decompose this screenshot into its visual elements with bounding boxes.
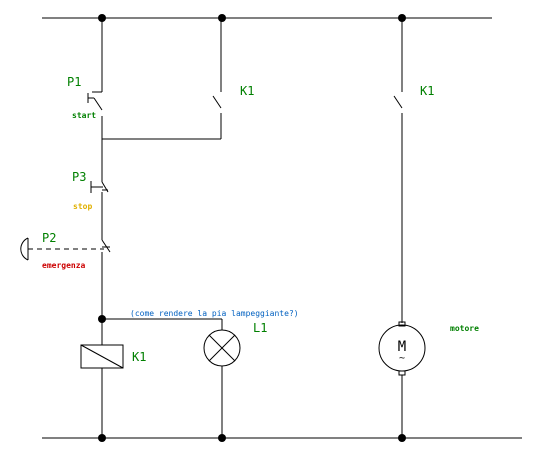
junction-dot [218, 14, 226, 22]
junction-dot [98, 14, 106, 22]
k1-contact-a-label: K1 [240, 84, 254, 98]
k1-contact-a-icon [212, 95, 222, 109]
p2-sub-label: emergenza [42, 261, 86, 270]
coil-label: K1 [132, 350, 146, 364]
p3-sub-label: stop [73, 202, 92, 211]
k1-coil-icon [80, 344, 124, 369]
p2-label: P2 [42, 231, 56, 245]
note-label: (come rendere la pia lampeggiante?) [130, 309, 299, 318]
motor-tilde-label: ~ [399, 353, 405, 364]
motor-sub-label: motore [450, 324, 479, 333]
l1-lamp-icon [203, 329, 241, 367]
motor-m-label: M [398, 339, 406, 355]
p3-label: P3 [72, 170, 86, 184]
junction-dot [218, 434, 226, 442]
junction-dot [398, 14, 406, 22]
p2-emergency-icon [20, 237, 111, 261]
k1-contact-b-icon [393, 95, 403, 109]
p3-stop-icon [90, 181, 109, 193]
junction-dot [98, 434, 106, 442]
p1-label: P1 [67, 75, 81, 89]
p1-pushbutton-icon [87, 91, 103, 111]
l1-label: L1 [253, 321, 267, 335]
k1-contact-b-label: K1 [420, 84, 434, 98]
junction-dot [98, 315, 106, 323]
junction-dot [398, 434, 406, 442]
p1-sub-label: start [72, 111, 96, 120]
